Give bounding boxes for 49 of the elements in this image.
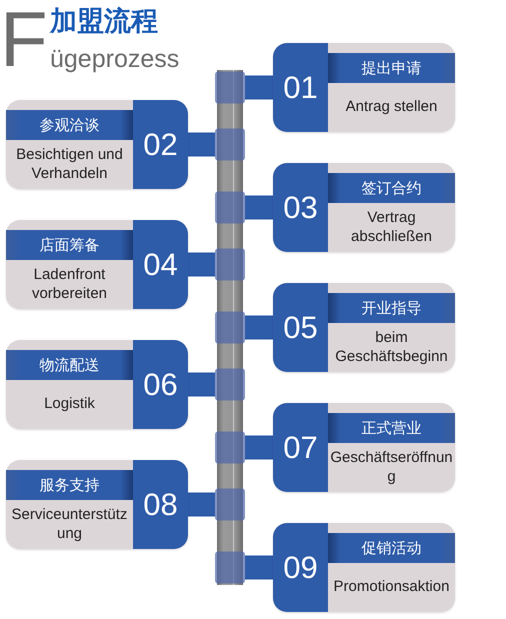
step-description: Promotionsaktion [334,577,450,596]
step-card [6,460,188,549]
title-ribbon: 服务支持 [6,470,133,500]
step-card [273,283,455,372]
step-number: 08 [133,460,188,549]
subtitle: ügeprozess [50,47,180,72]
vertical-pole [215,70,245,585]
step-number: 09 [273,523,328,612]
step-description: Ladenfront vorbereiten [30,264,108,302]
connector-bar [245,436,273,460]
connector-bar [188,252,215,276]
title-ribbon: 开业指导 [328,293,455,323]
step-description: beim Geschäftsbeginn [334,328,449,366]
step-description: Logistik [44,394,95,413]
connector-bar [188,372,215,396]
title-ribbon: 签订合约 [328,173,455,203]
step-number: 06 [133,340,188,429]
connector-bar [188,492,215,516]
title-ribbon: 物流配送 [6,350,133,380]
step-number: 07 [273,403,328,492]
step-card [6,340,188,429]
drop-cap-letter: F [0,0,48,78]
title-ribbon: 店面筹备 [6,230,133,260]
title-ribbon: 促销活动 [328,533,455,563]
connector-bar [188,132,215,156]
step-number: 01 [273,43,328,132]
title-ribbon: 提出申请 [328,53,455,83]
step-description: Vertrag abschließen [350,208,433,246]
step-description: Besichtigen und Verhandeln [15,144,124,182]
step-card [6,220,188,309]
step-number: 03 [273,163,328,252]
step-description: Geschäftseröffnung [330,448,453,486]
step-card [273,43,455,132]
connector-bar [245,196,273,220]
connector-bar [245,316,273,340]
connector-bar [245,76,273,100]
step-description: Antrag stellen [346,97,438,116]
title: 加盟流程 [50,8,158,35]
step-number: 04 [133,220,188,309]
step-card [6,100,188,189]
title-ribbon: 参观洽谈 [6,110,133,140]
step-card [273,523,455,612]
step-number: 02 [133,100,188,189]
step-description: Serviceunterstützung [10,504,128,542]
title-ribbon: 正式营业 [328,413,455,443]
connector-bar [245,556,273,580]
step-card [273,403,455,492]
step-number: 05 [273,283,328,372]
step-card [273,163,455,252]
